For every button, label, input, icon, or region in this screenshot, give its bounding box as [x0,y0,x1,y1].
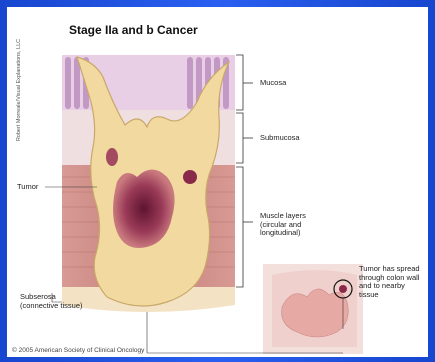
diagram-panel: Stage IIa and b Cancer Robert Morreale/V… [7,7,428,357]
layer-brackets [236,55,253,287]
muscle-layers-line3: longitudinal) [260,229,306,238]
spread-label: Tumor has spread through colon wall and … [359,265,420,300]
mucosa-label: Mucosa [260,79,286,88]
subserosa-label: Subserosa (connective tissue) [20,293,83,310]
copyright-notice: © 2005 American Society of Clinical Onco… [12,347,144,354]
subserosa-line2: (connective tissue) [20,302,83,311]
spread-line4: tissue [359,291,420,300]
submucosa-label: Submucosa [260,134,300,143]
muscle-layers-label: Muscle layers (circular and longitudinal… [260,212,306,238]
tumor-label: Tumor [17,183,38,192]
